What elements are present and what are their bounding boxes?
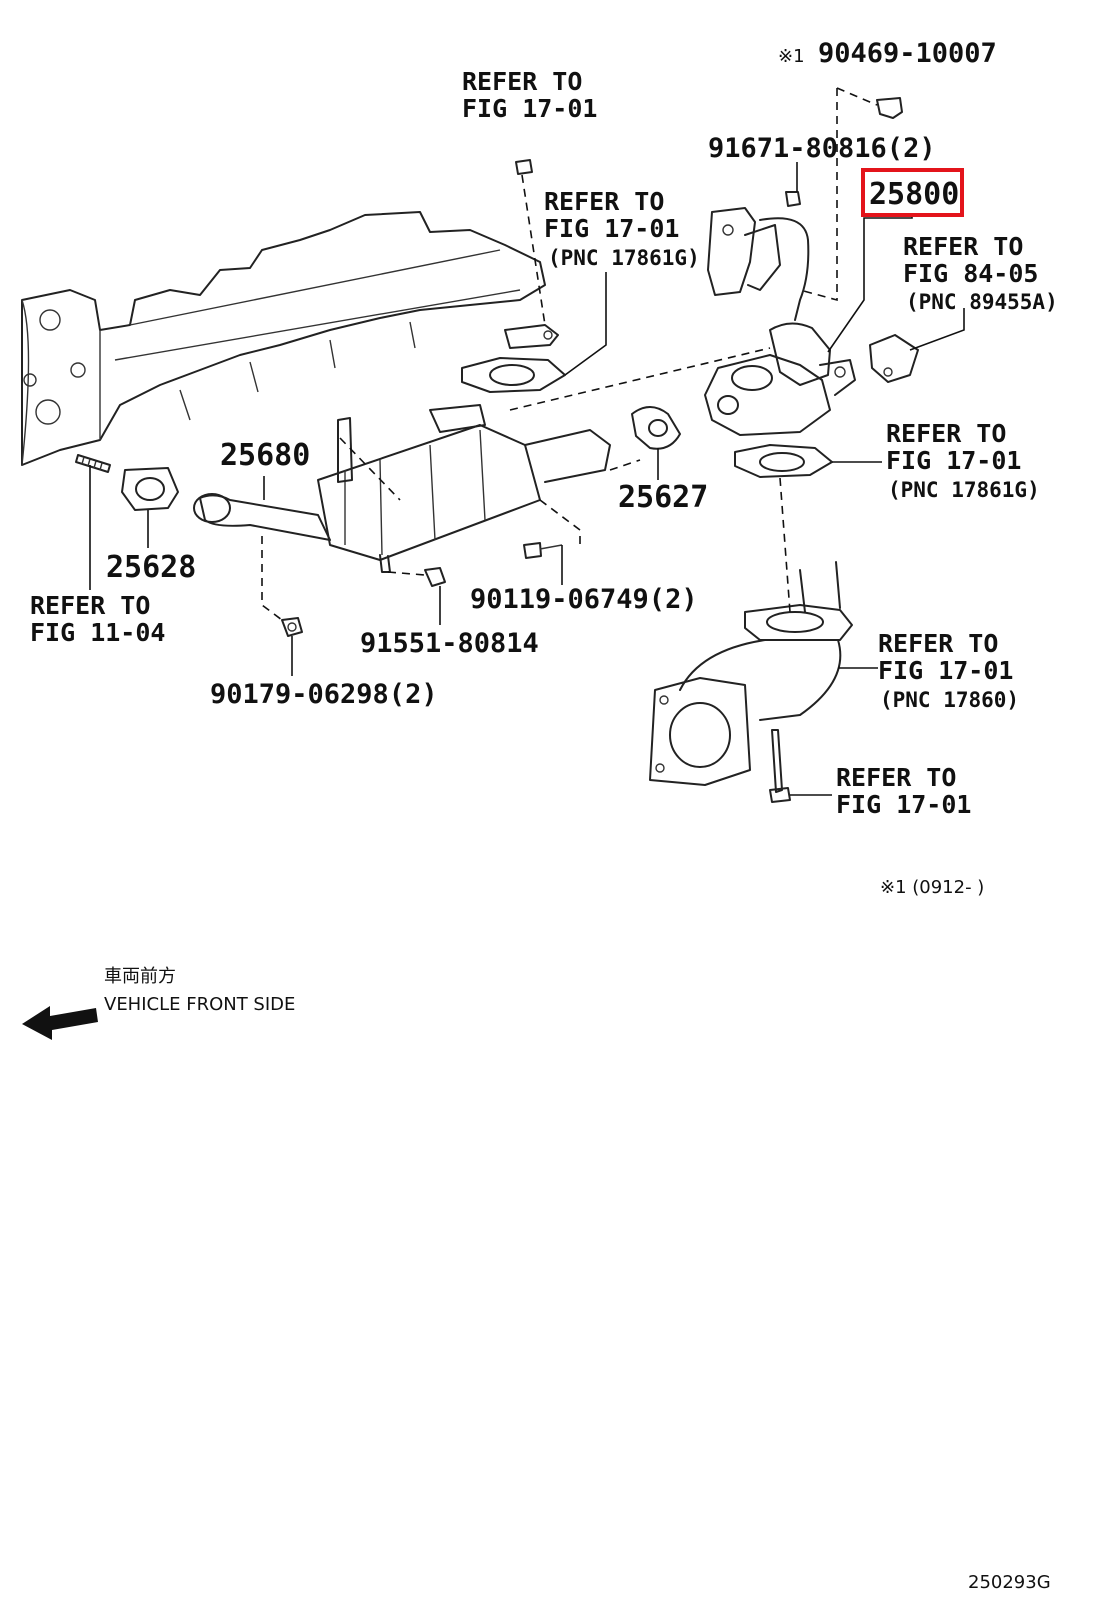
part-number-91551-80814[interactable]: 91551-80814 <box>360 628 539 659</box>
gasket-25627-drawing <box>631 406 681 450</box>
upper-gasket-drawing <box>461 357 566 393</box>
stud-bolt-drawing <box>75 454 111 473</box>
direction-label-en: VEHICLE FRONT SIDE <box>104 994 295 1015</box>
part-number-25627[interactable]: 25627 <box>618 480 708 515</box>
cylinder-head-outline <box>21 211 546 466</box>
bolt-top-drawing <box>515 159 533 175</box>
figure-id: 250293G <box>968 1572 1051 1593</box>
part-number-25680[interactable]: 25680 <box>220 438 310 473</box>
bolt-91671-drawing <box>785 191 801 207</box>
part-number-25800[interactable]: 25800 <box>869 177 959 212</box>
refer-label-84-05: REFER TO FIG 84-05 (PNC 89455A) <box>903 232 1058 314</box>
bolt-91551-drawing <box>424 567 446 587</box>
egr-valve-drawing <box>704 207 856 436</box>
refer-label-17-01-pipe: REFER TO FIG 17-01 (PNC 17860) <box>878 629 1029 712</box>
part-number-90469-10007[interactable]: 90469-10007 <box>818 38 997 69</box>
part-number-25628[interactable]: 25628 <box>106 550 196 585</box>
footnote: ※1 (0912- ) <box>880 877 984 898</box>
nut-90179-drawing <box>281 617 303 637</box>
refer-label-17-01-middle: REFER TO FIG 17-01 (PNC 17861G) <box>544 187 700 270</box>
right-gasket-drawing <box>734 444 833 478</box>
part-number-90179-06298[interactable]: 90179-06298(2) <box>210 679 438 710</box>
leader-lines <box>89 87 965 796</box>
refer-label-11-04: REFER TO FIG 11-04 <box>30 591 165 647</box>
part-number-90119-06749[interactable]: 90119-06749(2) <box>470 584 698 615</box>
refer-label-17-01-bottom: REFER TO FIG 17-01 <box>836 763 971 819</box>
bolt-90119-drawing <box>523 542 563 559</box>
bracket-drawing <box>504 324 559 349</box>
refer-label-17-01-right: REFER TO FIG 17-01 (PNC 17861G) <box>886 419 1040 502</box>
clip-90469-drawing <box>876 97 903 119</box>
part-number-91671-80816[interactable]: 91671-80816(2) <box>708 133 936 164</box>
part-25800-highlight <box>861 168 964 217</box>
sensor-drawing <box>869 334 919 383</box>
arrow-left-icon <box>22 1006 98 1040</box>
part-90469-mark: ※1 <box>778 46 805 67</box>
refer-label-17-01-top: REFER TO FIG 17-01 <box>462 67 597 123</box>
egr-pipe-drawing <box>649 561 853 803</box>
gasket-25628-drawing <box>121 467 179 511</box>
direction-label-jp: 車両前方 <box>104 966 176 987</box>
